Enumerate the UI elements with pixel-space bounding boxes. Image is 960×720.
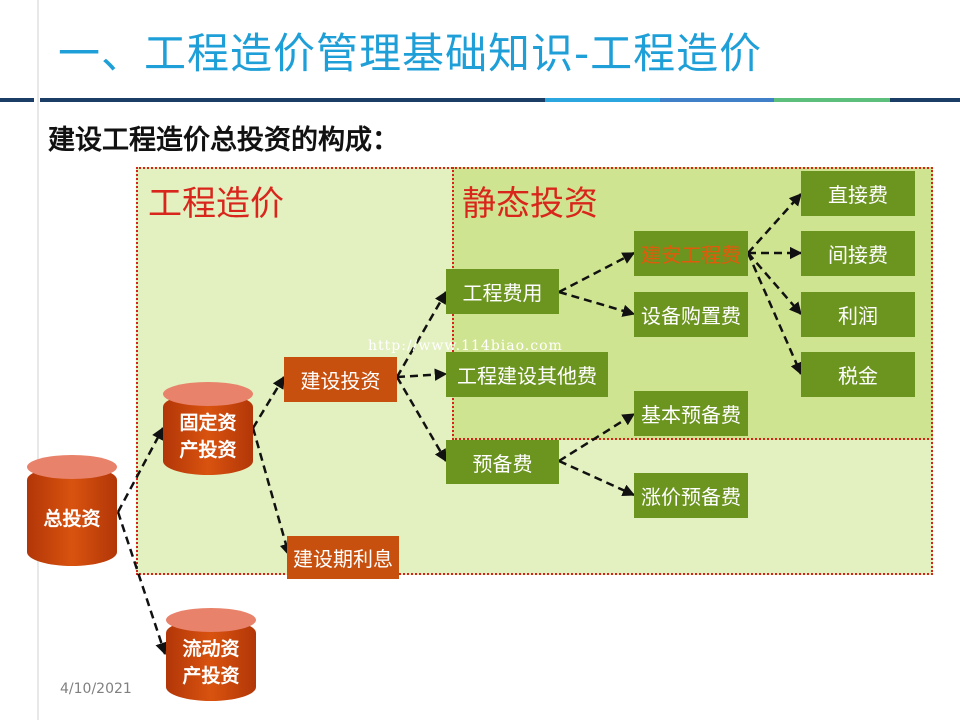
installation-fee-box: 建安工程费 bbox=[634, 231, 748, 276]
header-divider-segment bbox=[40, 98, 545, 102]
construction-interest-box: 建设期利息 bbox=[287, 536, 399, 579]
price-reserve-fee-box: 涨价预备费 bbox=[634, 473, 748, 518]
other-construction-fee-box: 工程建设其他费 bbox=[446, 352, 608, 397]
header-divider-segment bbox=[660, 98, 774, 102]
engineering-cost-label: 工程造价 bbox=[148, 184, 284, 224]
watermark-url: http://www.114biao.com bbox=[368, 338, 563, 354]
left-margin-line bbox=[37, 0, 39, 720]
footer-date: 4/10/2021 bbox=[60, 681, 132, 697]
fixed-asset-investment-cylinder: 固定资产投资 bbox=[163, 382, 253, 475]
current-asset-investment-cylinder: 流动资产投资 bbox=[166, 608, 256, 701]
current-asset-label-line1: 流动资 bbox=[182, 638, 240, 660]
header-divider-segment bbox=[774, 98, 890, 102]
engineering-fee-box: 工程费用 bbox=[446, 269, 559, 314]
total-investment-cylinder: 总投资 bbox=[27, 455, 117, 566]
cylinder-top bbox=[27, 455, 117, 479]
total-investment-label: 总投资 bbox=[43, 507, 101, 530]
profit-box: 利润 bbox=[801, 292, 915, 337]
fixed-asset-label-line1: 固定资 bbox=[179, 412, 237, 434]
tax-box: 税金 bbox=[801, 352, 915, 397]
cylinder-top bbox=[163, 382, 253, 406]
construction-investment-box: 建设投资 bbox=[284, 357, 397, 402]
equipment-purchase-fee-box: 设备购置费 bbox=[634, 292, 748, 337]
indirect-fee-box: 间接费 bbox=[801, 231, 915, 276]
slide-subtitle: 建设工程造价总投资的构成： bbox=[48, 125, 399, 156]
header-divider-segment bbox=[545, 98, 660, 102]
fixed-asset-label-line2: 产投资 bbox=[179, 439, 237, 461]
static-investment-label: 静态投资 bbox=[462, 184, 598, 224]
page-title: 一、工程造价管理基础知识-工程造价 bbox=[58, 29, 763, 78]
header-divider-segment bbox=[0, 98, 34, 102]
basic-reserve-fee-box: 基本预备费 bbox=[634, 391, 748, 436]
reserve-fee-box: 预备费 bbox=[446, 440, 559, 484]
direct-fee-box: 直接费 bbox=[801, 171, 915, 216]
header-divider-segment bbox=[890, 98, 960, 102]
current-asset-label-line2: 产投资 bbox=[182, 665, 240, 687]
cylinder-top bbox=[166, 608, 256, 632]
